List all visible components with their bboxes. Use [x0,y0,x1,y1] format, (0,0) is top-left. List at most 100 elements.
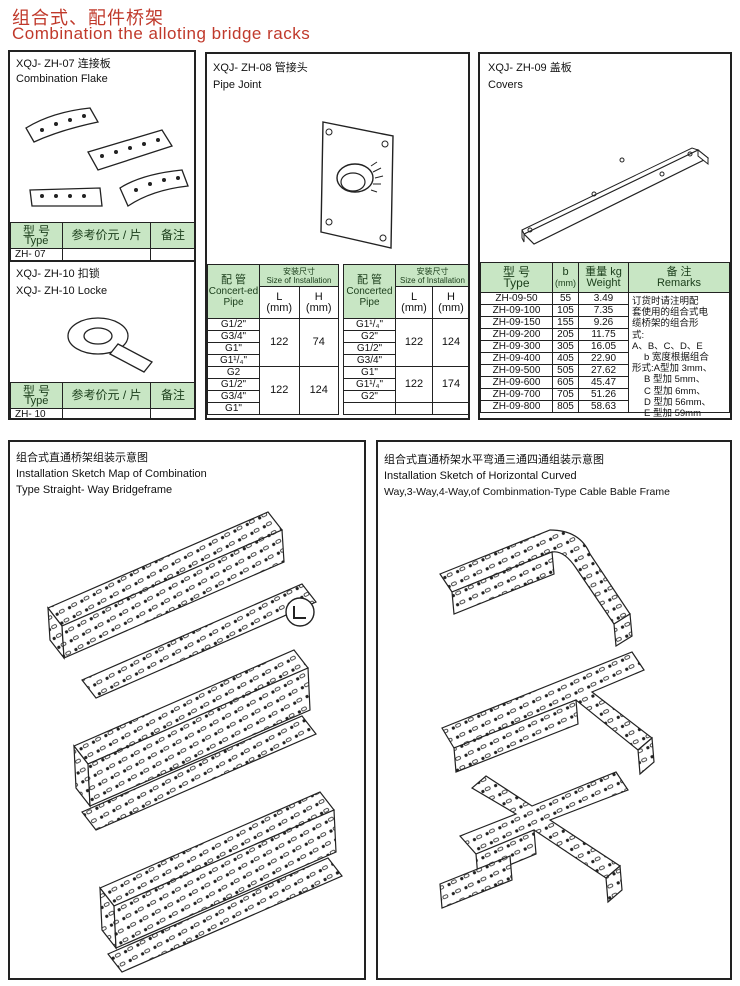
covers-row-type: ZH-09-500 [480,364,553,377]
pipe-left-g1-1: G3/4" [207,330,260,343]
covers-remark-line: A、B、C、D、E [632,340,703,352]
covers-row-weight: 58.63 [578,400,629,413]
locke-head-type-en: Type [24,394,49,407]
pipe-left-g1-l: 122 [259,318,300,367]
covers-row-weight: 11.75 [578,328,629,341]
pipe-left-g2-0: G2 [207,366,260,379]
pipe-right-head-pipe-en: Concerted Pipe [346,286,393,308]
pipe-right-g2-h: 174 [432,366,468,403]
covers-row-weight: 9.26 [578,316,629,329]
covers-remarks: 订货时请注明配 套使用的组合式电 缆桥架的组合形 式: A、B、C、D、E b … [632,296,730,420]
covers-row-b: 705 [552,388,579,401]
pipe-right-head-h: H [447,290,455,303]
covers-row-type: ZH-09-150 [480,316,553,329]
pipe-left-head-h: H [314,290,323,303]
covers-row-b: 405 [552,352,579,365]
sketch-straight-title-en1: Installation Sketch Map of Combination [16,468,207,480]
covers-row-type: ZH-09-100 [480,304,553,317]
sketch-curved-title-en1: Installation Sketch of Horizontal Curved [384,470,577,482]
covers-remark-line: E 型加 59mm [644,408,702,420]
covers-remark-line: b 宽度根据组合 [644,352,709,364]
locke-row-type: ZH- 10 [10,408,63,418]
covers-remark-line: 套使用的组合式电 [632,307,709,319]
locke-head-type-cn: 型 号 [22,383,51,398]
sketch-straight-panel: 组合式直通桥架组装示意图 Installation Sketch Map of … [8,440,366,980]
sketch-curved-title-en2: Way,3-Way,4-Way,of Combinmation-Type Cab… [384,486,670,498]
pipe-left-g2-h: 124 [298,366,339,415]
pipe-left-head-pipe-cn: 配 管 [220,274,247,286]
flake-head-note: 备注 [150,222,194,249]
pipe-left-head-h-unit: (mm) [305,301,332,314]
pipe-right-g1-l: 122 [395,318,433,367]
covers-row-type: ZH-09-50 [480,292,553,305]
covers-remark-line: 形式:A型加 3mm、 [632,363,713,375]
covers-head-weight-en: Weight [586,276,621,289]
covers-row-b: 605 [552,376,579,389]
covers-row-weight: 27.62 [578,364,629,377]
flake-name: Combination Flake [16,73,108,85]
locke-head-note: 备注 [150,382,194,409]
covers-head-type-cn: 型 号 [502,264,531,279]
locke-head-price: 参考价元 / 片 [62,382,151,409]
flake-head-type-cn: 型 号 [22,223,51,238]
locke-code: XQJ- ZH-10 扣锁 [16,268,100,280]
covers-remark-line: D 型加 56mm、 [644,396,712,408]
covers-head-remarks-cn: 备 注 [666,265,692,278]
covers-head-type-en: Type [503,275,530,290]
covers-row-type: ZH-09-600 [480,376,553,389]
covers-remark-line: 订货时请注明配 [632,296,699,307]
covers-remark-line: 缆桥架的组合形 [632,318,699,330]
pipe-right-g1-3: G3/4" [343,354,396,367]
covers-row-b: 55 [552,292,579,305]
flake-code: XQJ- ZH-07 连接板 [16,58,111,70]
pipe-right-g1-1: G2" [343,330,396,343]
covers-name: Covers [488,79,523,91]
covers-remark-line: C 型加 6mm、 [644,385,706,397]
flake-head-price: 参考价元 / 片 [62,222,151,249]
pipe-right-head-l: L [410,290,418,303]
pipe-right-g2-2: G2" [343,390,396,403]
pipe-right-head-h-unit: (mm) [438,301,464,314]
pipe-left-g2-l: 122 [259,366,300,415]
locke-name: XQJ- ZH-10 Locke [16,285,108,297]
pipe-left-head-pipe-en: Concert-ed Pipe [208,286,259,308]
flake-drawing [25,107,189,207]
pipe-right-head-pipe-cn: 配 管 [356,274,383,286]
covers-row-type: ZH-09-800 [480,400,553,413]
covers-remark-line: 式: [632,329,645,341]
sketch-straight-title-cn: 组合式直通桥架组装示意图 [16,452,148,464]
sketch-straight-title-en2: Type Straight- Way Bridgeframe [16,484,173,496]
pipe-right-head-size-en: Size of Installation [400,275,465,285]
pipe-right-head-l-unit: (mm) [401,301,427,314]
pipe-right-g1-h: 124 [432,318,468,367]
pipe-left-g1-2: G1" [207,342,260,355]
covers-row-weight: 45.47 [578,376,629,389]
pipe-left-head-l: L [276,290,283,303]
page-title-en: Combination the alloting bridge racks [12,24,311,43]
pipe-left-head-size-cn: 安装尺寸 [283,266,315,276]
pipe-left-g2-3: G1" [207,402,260,415]
page-title-cn: 组合式、配件桥架 [12,8,164,28]
sketch-curved-title-cn: 组合式直通桥架水平弯通三通四通组装示意图 [384,454,604,466]
covers-row-b: 155 [552,316,579,329]
flake-head-type-en: Type [24,234,49,247]
pipe-left-g1-h: 74 [298,318,339,367]
covers-remark-line: B 型加 5mm、 [644,374,706,386]
pipe-name: Pipe Joint [213,79,262,91]
covers-row-weight: 22.90 [578,352,629,365]
covers-head-remarks-en: Remarks [656,276,701,289]
covers-row-type: ZH-09-200 [480,328,553,341]
covers-drawing [521,147,710,245]
straight-bridgeframe-drawing [47,511,343,973]
pipe-left-g1-0: G1/2" [207,318,260,331]
covers-row-type: ZH-09-300 [480,340,553,353]
pipe-left-g2-1: G1/2" [207,378,260,391]
curved-bridgeframe-drawing [439,529,655,909]
covers-row-weight: 51.26 [578,388,629,401]
pipe-left-head-size-en: Size of Installation [266,275,332,285]
pipe-right-g2-1: G1¹/₄" [343,378,396,391]
